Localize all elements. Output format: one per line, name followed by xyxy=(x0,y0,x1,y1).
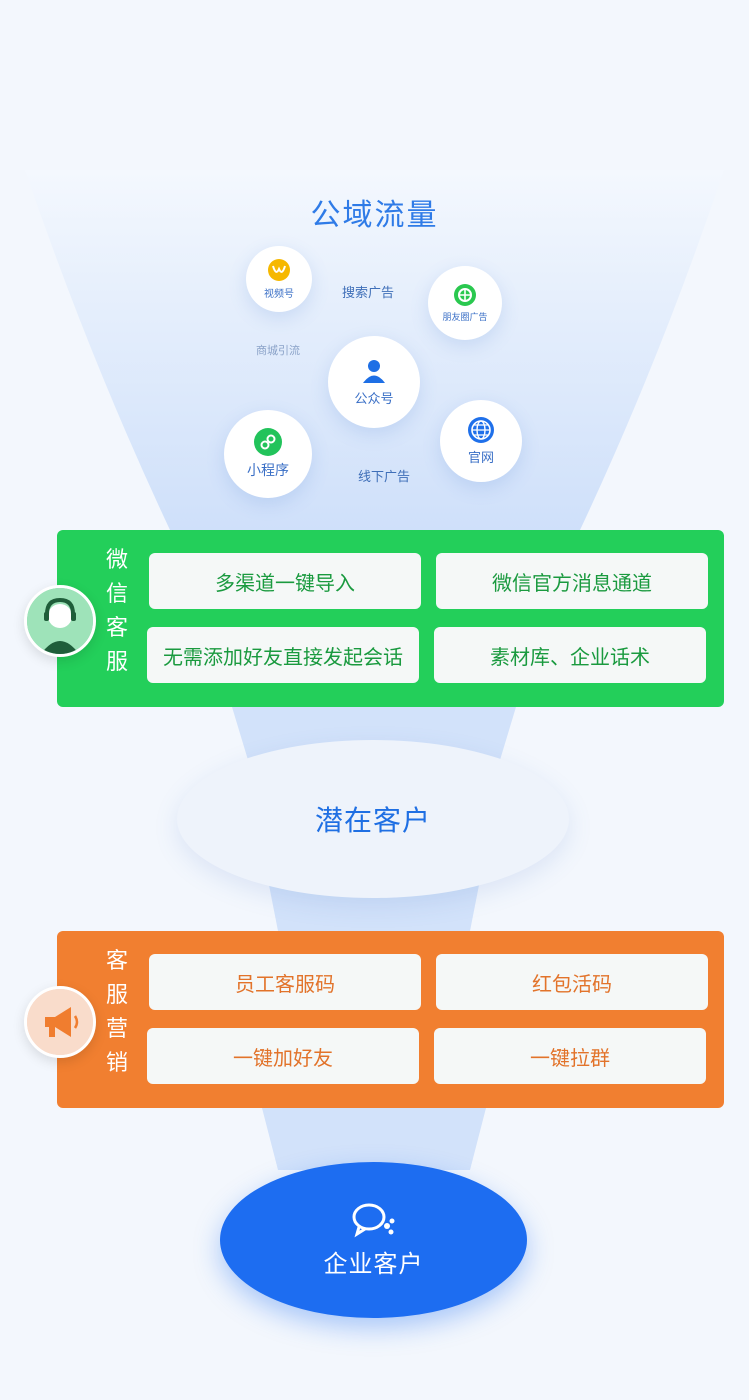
service-marketing-title: 客 服 营 销 xyxy=(97,945,137,1081)
service-marketing-title-char: 营 xyxy=(105,1017,128,1042)
potential-customers-stage: 潜在客户 xyxy=(177,740,569,898)
wechat-service-title-char: 微 xyxy=(105,548,128,573)
potential-customers-label: 潜在客户 xyxy=(314,804,431,837)
wechat-service-title-char: 服 xyxy=(105,650,128,675)
bubble-official-account-label: 公众号 xyxy=(354,391,394,407)
bubble-website: 官网 xyxy=(440,400,522,482)
bubble-official-account: 公众号 xyxy=(328,336,420,428)
service-marketing-title-char: 服 xyxy=(105,983,128,1008)
moments-icon xyxy=(454,283,476,306)
megaphone-icon xyxy=(24,986,96,1058)
public-traffic-title: 公域流量 xyxy=(310,198,439,233)
wecom-chat-icon xyxy=(352,1203,394,1237)
bubble-video-channel: 视频号 xyxy=(246,246,312,312)
service-marketing-title-char: 销 xyxy=(105,1051,128,1076)
enterprise-customers-stage: 企业客户 xyxy=(220,1162,527,1318)
offline-ad-label: 线下广告 xyxy=(358,470,411,485)
feature-material-library: 素材库、企业话术 xyxy=(434,627,706,683)
feature-one-click-group: 一键拉群 xyxy=(434,1028,706,1084)
wechat-service-title-char: 客 xyxy=(105,616,128,641)
feature-red-packet-code: 红包活码 xyxy=(436,954,708,1010)
feature-multi-channel-import: 多渠道一键导入 xyxy=(149,553,421,609)
feature-one-click-add-friend: 一键加好友 xyxy=(147,1028,419,1084)
wechat-service-panel: 微 信 客 服 多渠道一键导入 微信官方消息通道 无需添加好友直接发起会话 素材… xyxy=(57,530,724,707)
service-marketing-panel: 客 服 营 销 员工客服码 红包活码 一键加好友 一键拉群 xyxy=(57,931,724,1108)
bubble-video-channel-label: 视频号 xyxy=(264,288,294,300)
feature-no-friend-chat: 无需添加好友直接发起会话 xyxy=(147,627,419,683)
mall-traffic-label: 商城引流 xyxy=(256,344,300,357)
wechat-service-title-char: 信 xyxy=(105,582,128,607)
wechat-service-title: 微 信 客 服 xyxy=(97,544,137,680)
website-globe-icon xyxy=(468,416,494,443)
service-marketing-title-char: 客 xyxy=(105,949,128,974)
customer-service-agent-icon xyxy=(24,585,96,657)
feature-official-message-channel: 微信官方消息通道 xyxy=(436,553,708,609)
bubble-moments-ad-label: 朋友圈广告 xyxy=(442,312,488,323)
enterprise-customers-label: 企业客户 xyxy=(323,1249,424,1278)
official-account-icon xyxy=(361,358,387,384)
bubble-moments-ad: 朋友圈广告 xyxy=(428,266,502,340)
search-ad-label: 搜索广告 xyxy=(342,286,395,301)
video-channel-icon xyxy=(268,258,290,281)
bubble-mini-program-label: 小程序 xyxy=(247,463,289,479)
funnel-neck-3 xyxy=(262,1108,486,1170)
bubble-website-label: 官网 xyxy=(467,450,494,466)
feature-staff-service-code: 员工客服码 xyxy=(149,954,421,1010)
mini-program-icon xyxy=(254,428,282,456)
bubble-mini-program: 小程序 xyxy=(224,410,312,498)
